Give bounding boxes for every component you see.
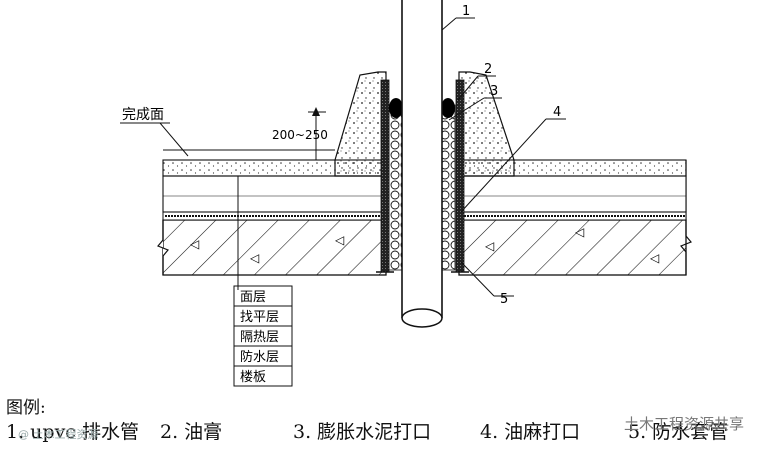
legend-title: 图例: <box>6 398 46 418</box>
callout-2: 2 <box>484 62 492 77</box>
watermark-small: @ 土木工程资源 <box>18 428 99 441</box>
svg-text:◁: ◁ <box>249 251 259 265</box>
legend-row: 1. upvc 排水管 2. 油膏 3. 膨胀水泥打口 4. 油麻打口 5. 防… <box>0 417 760 445</box>
layer-legend: 面层 找平层 隔热层 防水层 楼板 <box>233 176 293 387</box>
finished-surface-text: 完成面 <box>122 107 164 123</box>
legend-item-cement: 3. 膨胀水泥打口 <box>293 421 432 443</box>
legend-item-pipe: 1. upvc 排水管 <box>6 421 139 443</box>
finish-layer <box>162 149 687 177</box>
legend-item-oakum: 4. 油麻打口 <box>480 421 581 443</box>
layer-label-slab: 楼板 <box>240 370 266 385</box>
callout-5: 5 <box>500 292 508 307</box>
layer-label-waterproof: 防水层 <box>240 349 279 365</box>
insulation-layer <box>162 175 687 213</box>
svg-text:◁: ◁ <box>574 225 584 239</box>
putty-seal <box>389 98 455 118</box>
layer-label-surface: 面层 <box>240 290 266 305</box>
upvc-pipe <box>401 0 443 328</box>
watermark-main: 土木工程资源共享 <box>623 415 744 433</box>
legend-item-sleeve: 5. 防水套管 <box>628 421 729 443</box>
legend-item-putty: 2. 油膏 <box>160 421 223 443</box>
svg-text:◁: ◁ <box>484 239 494 253</box>
svg-text:◁: ◁ <box>189 237 199 251</box>
layer-label-leveling: 找平层 <box>240 310 279 325</box>
callout-3: 3 <box>490 84 498 99</box>
svg-text:◁: ◁ <box>334 233 344 247</box>
layer-label-insulation: 隔热层 <box>240 330 279 345</box>
svg-text:◁: ◁ <box>649 251 659 265</box>
cement-collar <box>334 71 515 177</box>
finished-surface-label: 完成面 <box>120 107 189 157</box>
dimension-marker: 200~250 <box>272 107 328 160</box>
callouts: 1 2 3 4 5 <box>441 4 566 307</box>
callout-4: 4 <box>553 105 561 120</box>
dimension-label: 200~250 <box>272 128 328 142</box>
oakum-fill <box>388 104 456 271</box>
slab-layer: ◁ ◁ ◁ ◁ ◁ ◁ <box>157 160 692 276</box>
callout-1: 1 <box>462 4 470 19</box>
